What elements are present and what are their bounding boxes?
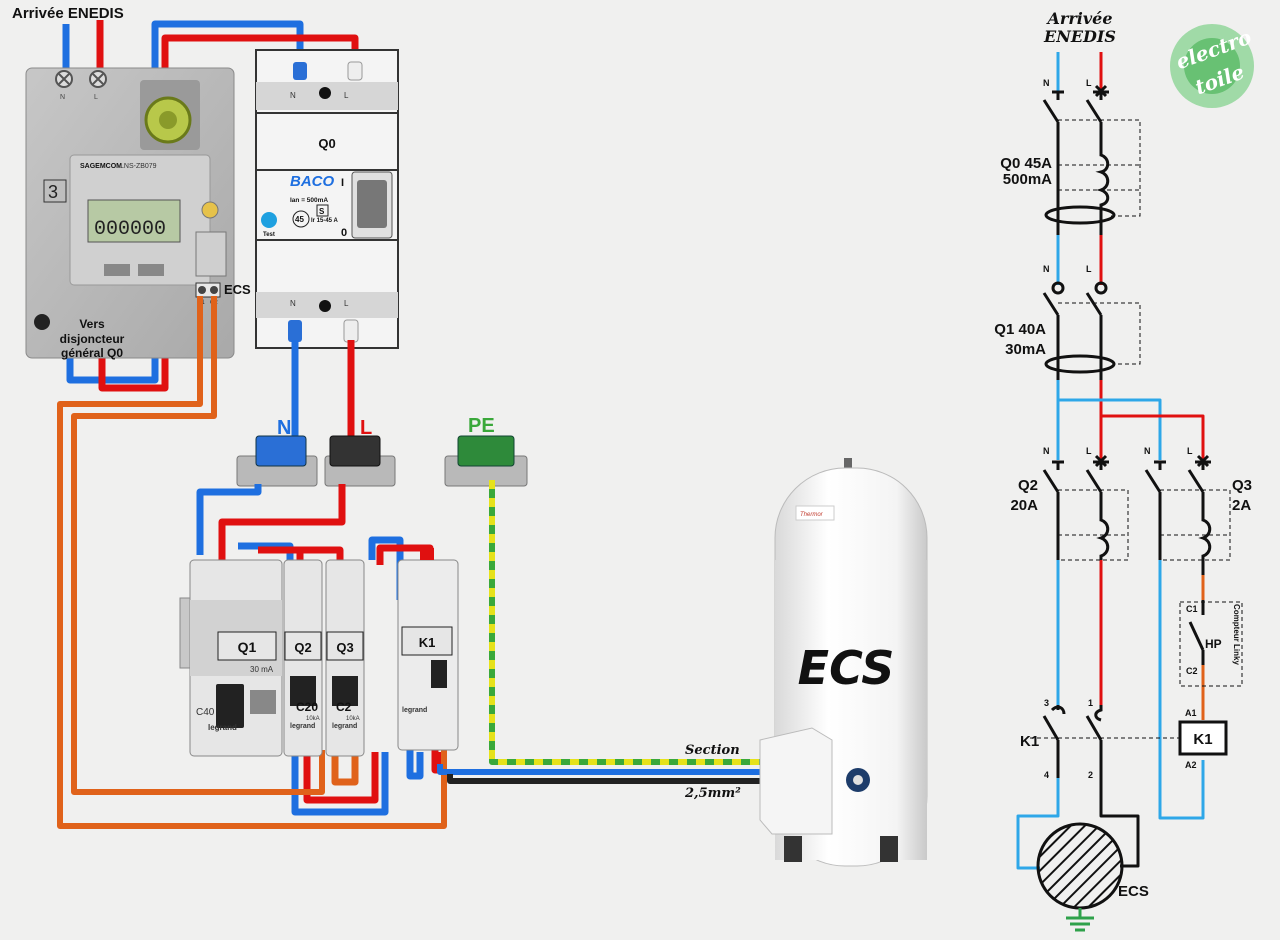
q0-test: Test [263, 232, 275, 238]
meter-ecs-label: ECS [224, 282, 251, 297]
q0-off-mark: 0 [341, 227, 347, 239]
q3-rating: C2 [336, 700, 352, 714]
meter-terminal-n: N [60, 94, 65, 101]
q0-range: Ir 15-45 A [311, 218, 338, 224]
bus-l-label: L [360, 417, 372, 439]
bus-n-label: N [277, 417, 291, 439]
q3-module-label: Q3 [336, 640, 353, 655]
sch-q3-l: L [1187, 446, 1193, 456]
ecs-water-heater: Thermor ECS [759, 458, 928, 867]
sch-q3-n: N [1144, 446, 1151, 456]
meter-brand: SAGEMCOM [80, 163, 122, 170]
schematic-title-2: ENEDIS [1043, 27, 1116, 46]
q0-top-n: N [290, 91, 296, 100]
sch-hp: HP [1205, 637, 1222, 651]
q0-setting: 45 [295, 215, 304, 224]
q1-brand: legrand [208, 723, 237, 732]
q0-top-l: L [344, 91, 349, 100]
schematic-wires [1016, 52, 1205, 870]
sch-q0-n: N [1043, 78, 1050, 88]
wiring-title: Arrivée ENEDIS [12, 5, 124, 22]
meter-note-1: Vers [79, 317, 105, 331]
meter-model: LNS-ZB079 [120, 163, 157, 170]
main-breaker-q0: N L N L Q0 BACO I 0 Ian = 500mA S 45 Ir … [255, 49, 399, 349]
q0-bottom-n: N [290, 299, 296, 308]
control-wires [57, 296, 447, 829]
q1-module-label: Q1 [238, 639, 257, 655]
sch-load-label: ECS [1118, 883, 1149, 900]
q0-to-bus-wires [291, 340, 355, 440]
sch-q2-n: N [1043, 446, 1050, 456]
bus-pe-label: PE [468, 415, 495, 437]
q0-on-mark: I [341, 177, 344, 189]
q3-breaking: 10kA [346, 716, 360, 722]
sch-c1: C1 [1186, 604, 1198, 614]
sch-q1-n: N [1043, 264, 1050, 274]
cable-size-label: 2,5mm² [684, 786, 741, 801]
q2-module-label: Q2 [294, 640, 311, 655]
sch-q0-sensitivity: 500mA [1003, 171, 1052, 188]
sch-q2-label: Q2 [1018, 477, 1038, 494]
sch-c2: C2 [1186, 666, 1198, 676]
q0-brand: BACO [290, 173, 334, 190]
sch-q3-rating: 2A [1232, 497, 1251, 514]
meter-class: 3 [48, 182, 58, 202]
q2-rating: C20 [296, 700, 318, 714]
cable-section-label: Section [685, 743, 740, 758]
meter-note-2: disjoncteur [60, 332, 125, 346]
sch-q2-l: L [1086, 446, 1092, 456]
sch-k1-t2: 2 [1088, 770, 1093, 780]
sch-a2: A2 [1185, 760, 1197, 770]
meter-display: 000000 [94, 218, 166, 241]
ecs-load-symbol [1036, 822, 1124, 932]
meter-terminal-l: L [94, 94, 98, 101]
distribution-bus: N L PE [236, 415, 528, 487]
sch-a1: A1 [1185, 708, 1197, 718]
sch-k1-t1: 1 [1088, 698, 1093, 708]
electrotoile-logo: electro toile [1170, 24, 1255, 108]
q0-s-mark: S [319, 207, 325, 216]
heater-cable [437, 480, 765, 784]
q0-label: Q0 [318, 136, 335, 151]
incoming-cables [62, 20, 104, 72]
sch-q1-l: L [1086, 264, 1092, 274]
sch-coil-label: K1 [1193, 731, 1212, 748]
schematic-title-1: Arrivée [1045, 9, 1112, 28]
k1-coil [1178, 720, 1228, 756]
sch-q1-sensitivity: 30mA [1005, 341, 1046, 358]
q3-brand: legrand [332, 723, 357, 730]
linky-meter: SAGEMCOM LNS-ZB079 000000 3 N L ECS C1 C… [25, 67, 251, 360]
q0-bottom-l: L [344, 299, 349, 308]
heater-brand: Thermor [800, 512, 824, 518]
schematic-labels: N L Q0 45A 500mA N L Q1 40A 30mA N L N L… [994, 78, 1252, 900]
sch-q1-label: Q1 40A [994, 321, 1046, 338]
heater-label: ECS [798, 641, 895, 695]
k1-module-label: K1 [419, 635, 436, 650]
sch-linky-label: Compteur Linky [1232, 604, 1241, 665]
modular-devices: Q1 30 mA C40 legrand Q2 C20 10kA legrand… [179, 548, 459, 757]
sch-q2-rating: 20A [1010, 497, 1038, 514]
k1-brand: legrand [402, 707, 427, 714]
q1-rating: C40 [196, 707, 215, 718]
schematic-dashed-links [1030, 119, 1243, 739]
sch-k1-t4: 4 [1044, 770, 1049, 780]
schematic-symbols [1042, 84, 1212, 778]
meter-note-3: général Q0 [61, 346, 123, 360]
sch-q3-label: Q3 [1232, 477, 1252, 494]
sch-q0-l: L [1086, 78, 1092, 88]
sch-k1-t3: 3 [1044, 698, 1049, 708]
q2-brand: legrand [290, 723, 315, 730]
sch-k1-label: K1 [1020, 733, 1039, 750]
q1-sensitivity: 30 mA [250, 665, 274, 674]
q0-rating: Ian = 500mA [290, 197, 328, 204]
sch-q0-label: Q0 45A [1000, 155, 1052, 172]
q2-breaking: 10kA [306, 716, 320, 722]
